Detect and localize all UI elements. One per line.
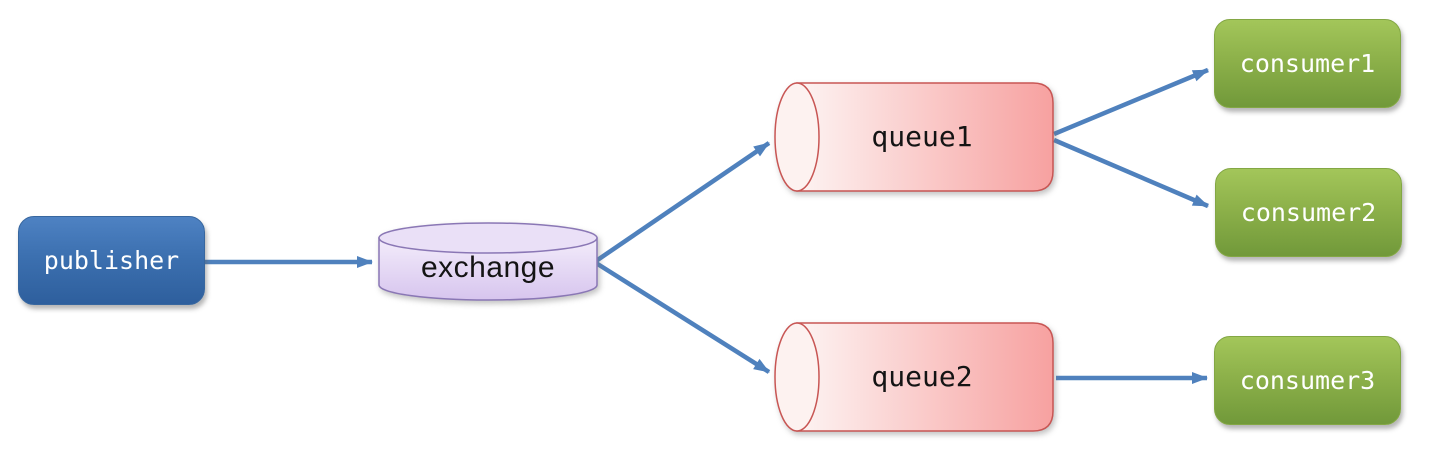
consumer1-label: consumer1: [1239, 49, 1376, 78]
publisher-label: publisher: [43, 246, 180, 275]
exchange-cylinder: [378, 222, 598, 301]
arrow-exchange-to-queue1: [594, 141, 771, 263]
queue2-opening: [774, 322, 820, 432]
node-consumer1: consumer1: [1214, 19, 1401, 108]
arrow-queue1-to-consumer1: [1053, 67, 1209, 137]
arrow-exchange-to-queue2: [594, 261, 771, 374]
arrow-queue1-to-consumer2: [1053, 137, 1209, 209]
queue1-cylinder: [774, 82, 1054, 192]
node-consumer2: consumer2: [1215, 168, 1402, 257]
node-publisher: publisher: [18, 216, 205, 305]
exchange-top: [378, 222, 598, 254]
queue1-opening: [774, 82, 820, 192]
node-consumer3: consumer3: [1214, 336, 1401, 425]
consumer2-label: consumer2: [1240, 198, 1377, 227]
queue2-cylinder: [774, 322, 1054, 432]
consumer3-label: consumer3: [1239, 366, 1376, 395]
